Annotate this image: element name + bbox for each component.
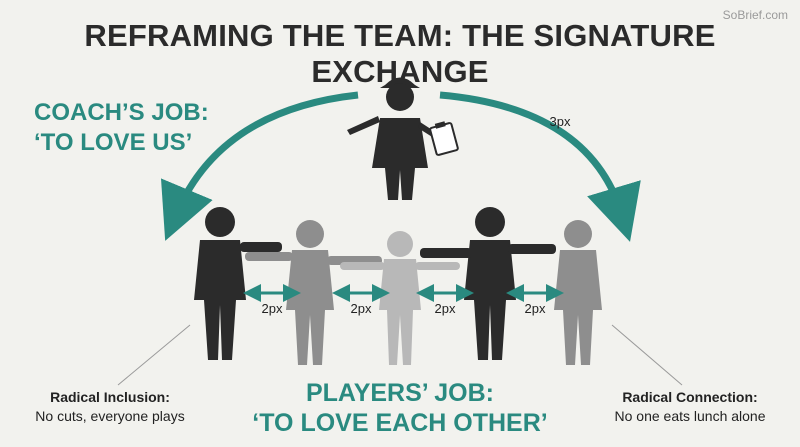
coach-job-line2: ‘TO LOVE US’ <box>34 129 193 156</box>
page-title: REFRAMING THE TEAM: THE SIGNATURE EXCHAN… <box>84 18 716 89</box>
note-radical-connection: Radical Connection: No one eats lunch al… <box>590 388 790 426</box>
player-4-figure <box>420 207 556 360</box>
players-job-label: PLAYERS’ JOB: ‘TO LOVE EACH OTHER’ <box>200 378 600 438</box>
right-arc-arrow <box>439 91 641 242</box>
player-2-figure <box>245 220 382 365</box>
link-label-4: 2px <box>524 301 546 316</box>
coach-job-label: COACH’S JOB: ‘TO LOVE US’ <box>34 98 234 158</box>
left-pointer-line <box>117 324 191 386</box>
left-arc-arrow <box>161 91 359 241</box>
right-pointer-line <box>611 324 683 386</box>
note-radical-inclusion: Radical Inclusion: No cuts, everyone pla… <box>10 388 210 426</box>
clipboard-icon <box>429 121 459 156</box>
link-label-1: 2px <box>261 301 283 316</box>
note-left-title: Radical Inclusion: <box>50 389 170 405</box>
note-right-text: No one eats lunch alone <box>614 408 766 424</box>
player-5-figure <box>554 220 602 365</box>
coach-figure <box>347 77 440 200</box>
players-job-line1: PLAYERS’ JOB: <box>305 379 495 407</box>
link-label-3: 2px <box>434 301 456 316</box>
note-left-text: No cuts, everyone plays <box>35 408 185 424</box>
players-job-line2: ‘TO LOVE EACH OTHER’ <box>252 409 548 437</box>
watermark: SoBrief.com <box>722 8 788 22</box>
player-1-figure <box>194 207 282 360</box>
note-right-title: Radical Connection: <box>622 389 758 405</box>
arc-arrow-label: 3px <box>549 114 571 129</box>
coach-job-line1: COACH’S JOB: <box>34 99 209 126</box>
link-label-2: 2px <box>350 301 372 316</box>
